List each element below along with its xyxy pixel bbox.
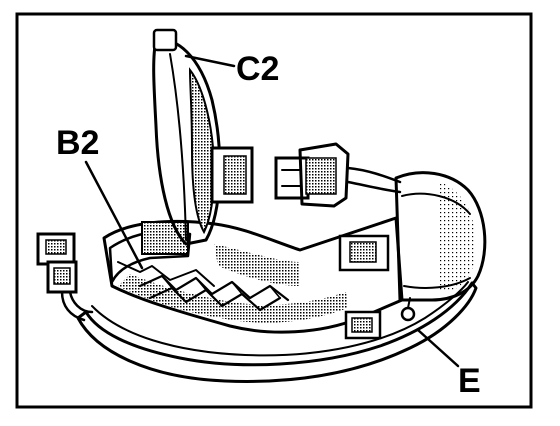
- pigtail-connector: [36, 232, 94, 322]
- housing-end-cap: [394, 171, 487, 302]
- leader-b2: [84, 160, 144, 270]
- tray-inner-lip: [91, 281, 469, 357]
- housing-assembly: [76, 171, 487, 383]
- label-e: E: [458, 362, 481, 400]
- label-b2: B2: [56, 124, 99, 162]
- label-c2: C2: [236, 50, 279, 88]
- connector-wires: [346, 166, 402, 194]
- leader-e: [416, 328, 460, 368]
- rotor-top-tab: [152, 28, 178, 52]
- connector-body: [298, 142, 350, 208]
- figure-frame: [15, 12, 533, 409]
- rotor-disc-assembly: [152, 28, 254, 246]
- harness-connector: [274, 142, 402, 208]
- pigtail-cable: [60, 290, 94, 322]
- leader-c2: [184, 54, 236, 68]
- housing-shading: [118, 274, 348, 323]
- ribbed-channel: [138, 274, 290, 312]
- housing-shading-upper: [214, 244, 300, 286]
- screw-post: [400, 306, 416, 322]
- rotor-disc: [152, 38, 222, 246]
- tray-outer-rim: [76, 281, 478, 383]
- rotor-disc-face: [188, 67, 216, 235]
